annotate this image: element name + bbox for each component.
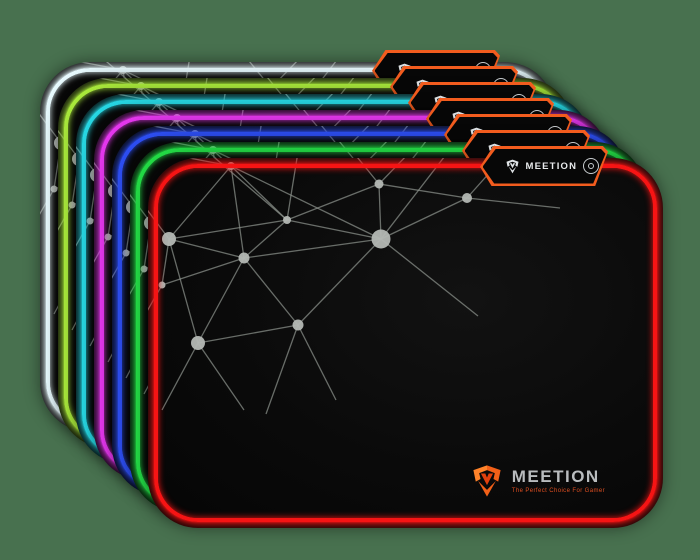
meetion-logo: MEETION The Perfect Choice For Gamer: [470, 464, 605, 498]
led-glow-border: [154, 164, 657, 522]
meetion-shield-icon: [470, 464, 504, 498]
led-mode-button-icon: [583, 158, 600, 174]
mousepad-layer-red: MEETION The Perfect Choice For Gamer MEE…: [148, 146, 663, 528]
tab-brand-label: MEETION: [525, 160, 578, 172]
meetion-shield-icon: [505, 159, 520, 174]
led-control-tab-face: MEETION: [482, 148, 606, 184]
mousepad-surface: MEETION The Perfect Choice For Gamer: [148, 158, 663, 528]
constellation-pattern: [148, 158, 561, 415]
brand-tagline: The Perfect Choice For Gamer: [511, 488, 605, 494]
brand-name: MEETION: [511, 467, 600, 486]
led-control-tab: MEETION: [480, 146, 608, 186]
